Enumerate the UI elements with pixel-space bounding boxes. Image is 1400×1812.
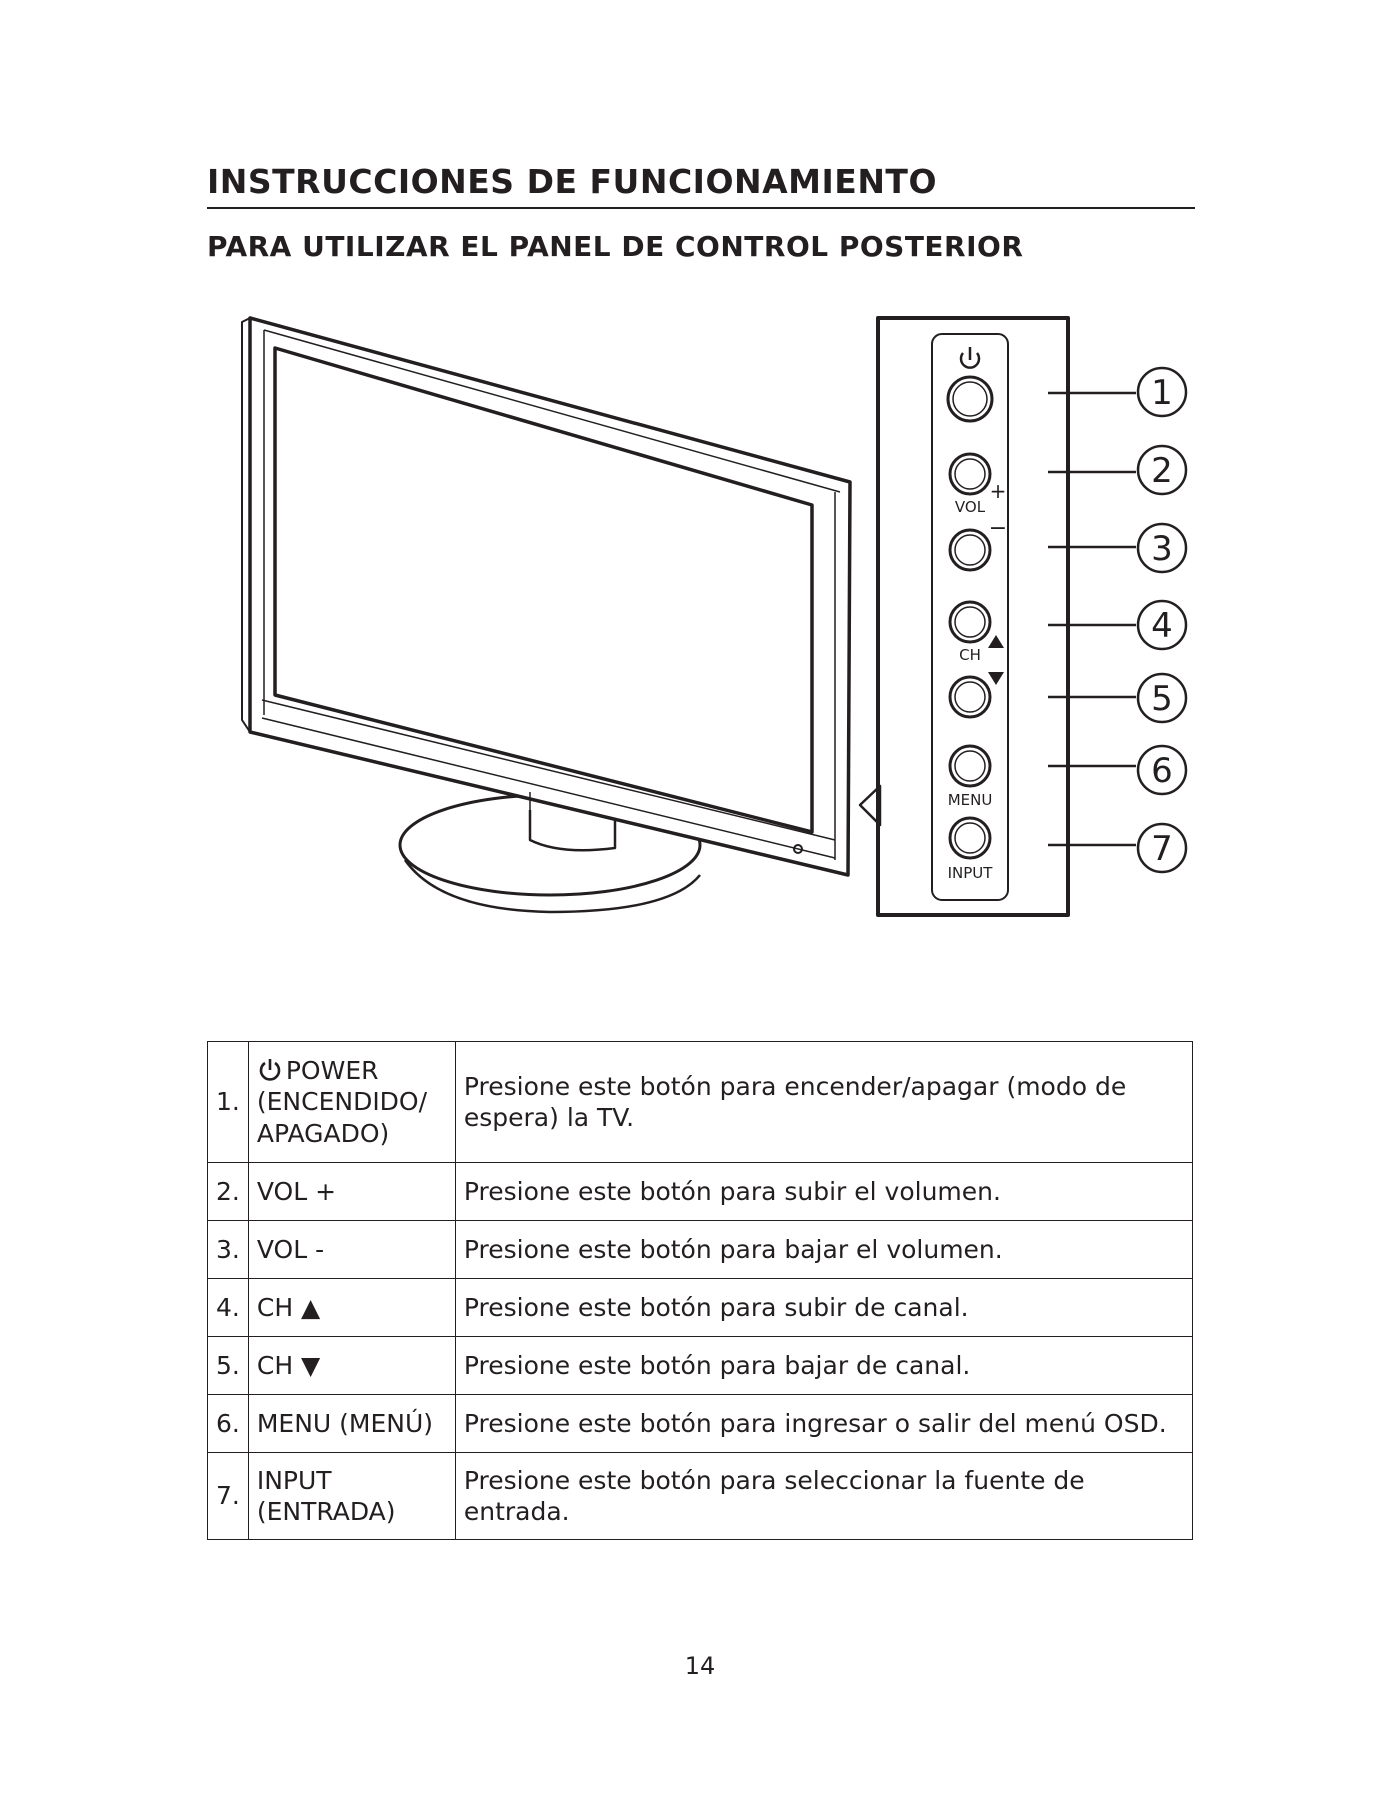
table-row: 4. CH ▲ Presione este botón para subir d…: [207, 1278, 1194, 1337]
panel-input-label: INPUT: [948, 864, 994, 882]
control-name: POWER (ENCENDIDO/ APAGADO): [247, 1041, 456, 1163]
panel-buttons: [946, 375, 994, 860]
control-name: VOL +: [247, 1162, 456, 1221]
ch-down-arrow-icon: [988, 672, 1004, 685]
control-panel-box: [876, 316, 1070, 917]
control-description: Presione este botón para encender/apagar…: [454, 1041, 1194, 1163]
control-description: Presione este botón para bajar el volume…: [454, 1220, 1194, 1279]
panel-vol-label: VOL: [955, 498, 986, 516]
control-description: Presione este botón para subir el volume…: [454, 1162, 1194, 1221]
controls-table: 1. POWER (ENCENDIDO/ APAGADO) Presione e…: [207, 1041, 1194, 1540]
control-name: MENU (MENÚ): [247, 1394, 456, 1453]
tv-screen: [273, 346, 814, 834]
control-name: CH ▲: [247, 1278, 456, 1337]
row-number: 4.: [207, 1278, 249, 1337]
panel-plus-label: +: [990, 479, 1007, 503]
table-row: 5. CH ▼ Presione este botón para bajar d…: [207, 1336, 1194, 1395]
control-description: Presione este botón para bajar de canal.: [454, 1336, 1194, 1395]
control-description: Presione este botón para seleccionar la …: [454, 1452, 1194, 1540]
table-row: 1. POWER (ENCENDIDO/ APAGADO) Presione e…: [207, 1041, 1194, 1163]
table-row: 7. INPUT (ENTRADA) Presione este botón p…: [207, 1452, 1194, 1540]
table-row: 6. MENU (MENÚ) Presione este botón para …: [207, 1394, 1194, 1453]
callout-6: 6: [1151, 751, 1173, 791]
table-row: 3. VOL - Presione este botón para bajar …: [207, 1220, 1194, 1279]
callout-5: 5: [1151, 679, 1173, 719]
section-title: PARA UTILIZAR EL PANEL DE CONTROL POSTER…: [207, 230, 1024, 263]
control-name-line: (ENCENDIDO/: [256, 1087, 428, 1117]
tv-body: [241, 316, 852, 877]
panel-ch-label: CH: [959, 646, 981, 664]
callouts: [1136, 366, 1188, 874]
ch-up-arrow-icon: [988, 635, 1004, 648]
row-number: 7.: [207, 1452, 249, 1540]
control-description: Presione este botón para ingresar o sali…: [454, 1394, 1194, 1453]
callout-3: 3: [1151, 529, 1173, 569]
control-name-line: INPUT: [256, 1465, 332, 1495]
row-number: 1.: [207, 1041, 249, 1163]
control-name-line: APAGADO): [256, 1118, 390, 1148]
row-number: 2.: [207, 1162, 249, 1221]
callout-7: 7: [1151, 829, 1173, 869]
panel-minus-label: −: [989, 516, 1007, 541]
page-number: 14: [684, 1652, 716, 1680]
table-row: 2. VOL + Presione este botón para subir …: [207, 1162, 1194, 1221]
control-name: INPUT (ENTRADA): [247, 1452, 456, 1540]
control-name-line: POWER: [257, 1055, 447, 1086]
callout-1: 1: [1151, 373, 1173, 413]
control-description: Presione este botón para subir de canal.: [454, 1278, 1194, 1337]
row-number: 5.: [207, 1336, 249, 1395]
panel-menu-label: MENU: [948, 791, 993, 809]
page-title: INSTRUCCIONES DE FUNCIONAMIENTO: [207, 162, 1195, 209]
row-number: 3.: [207, 1220, 249, 1279]
callout-4: 4: [1151, 606, 1173, 646]
control-name: VOL -: [247, 1220, 456, 1279]
tv-control-panel-figure: VOL + − CH MENU INPUT 1 2 3 4 5 6 7: [230, 300, 1210, 945]
callout-2: 2: [1151, 451, 1173, 491]
panel-power-icon: [959, 347, 981, 369]
power-icon: [259, 1059, 281, 1081]
control-name: CH ▼: [247, 1336, 456, 1395]
row-number: 6.: [207, 1394, 249, 1453]
control-name-line: (ENTRADA): [256, 1497, 396, 1526]
